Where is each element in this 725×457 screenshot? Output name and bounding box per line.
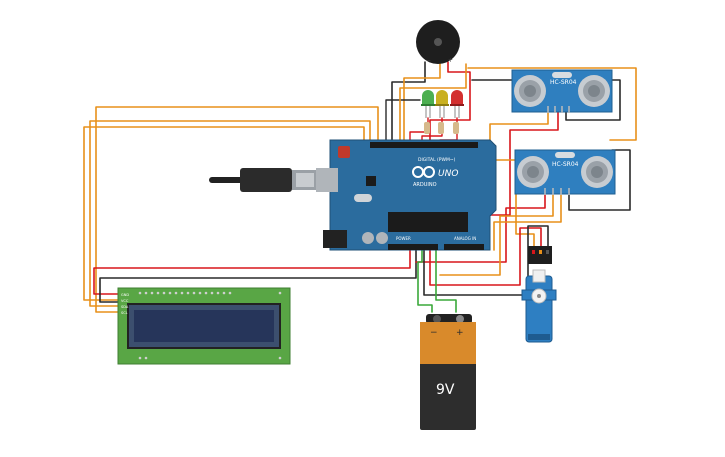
servo-horn-icon	[532, 269, 546, 283]
analog-header	[444, 244, 484, 250]
wire-lcd-scl	[95, 106, 379, 313]
servo-motor[interactable]	[521, 246, 557, 343]
wire-buzzer-minus	[391, 61, 426, 149]
wire-us1-top	[467, 67, 637, 141]
lcd-pin-sda: SDA	[121, 305, 129, 309]
wire-lcd-gnd	[99, 249, 417, 303]
led-red[interactable]	[450, 90, 464, 118]
wire-us2-gnd	[568, 149, 631, 211]
arduino-model: UNO	[438, 169, 458, 179]
battery-plus-label: +	[456, 328, 464, 338]
atmega-chip	[388, 212, 468, 232]
ultrasonic-1-model: HC-SR04	[550, 79, 577, 86]
arduino-brand: ARDUINO	[413, 182, 437, 188]
usb-cable	[209, 168, 318, 192]
lcd-pin-vcc: VCC	[121, 299, 129, 303]
wire-lcd-vcc	[83, 126, 365, 301]
ultrasonic-sensor-2[interactable]: HC-SR04	[514, 149, 616, 195]
lcd-pin-header	[138, 291, 282, 360]
power-header-label: POWER	[396, 236, 411, 241]
arduino-logo-icon	[412, 166, 435, 178]
battery-9v[interactable]: − + 9V	[420, 314, 476, 430]
wire-us2-echo	[493, 194, 562, 251]
wire-us2-vcc	[415, 194, 546, 263]
wire-us2-trig	[439, 194, 554, 276]
led-yellow[interactable]	[435, 90, 449, 118]
resistors	[424, 122, 459, 134]
digital-header	[370, 142, 478, 148]
arduino-uno-board[interactable]: ARDUINO UNO DIGITAL (PWM~) POWER ANALOG …	[316, 139, 497, 251]
piezo-buzzer[interactable]: − +	[416, 20, 460, 64]
battery-label: 9V	[436, 382, 455, 398]
reset-button[interactable]	[338, 146, 350, 158]
ultrasonic-2-model: HC-SR04	[552, 161, 579, 168]
led-green[interactable]	[421, 90, 435, 118]
wire-us1-vcc	[399, 63, 467, 149]
wire-buzzer-sig	[403, 61, 441, 149]
wire-led-gnd	[385, 99, 421, 149]
lcd-display[interactable]: GND VCC SDA SCL	[117, 287, 291, 365]
wire-battery-plus	[435, 249, 457, 313]
digital-header-label: DIGITAL (PWM~)	[418, 157, 456, 163]
wire-lcd-sda	[89, 120, 371, 307]
analog-header-label: ANALOG IN	[454, 236, 476, 241]
buzzer-minus-label: −	[426, 57, 431, 64]
wire-us1-trig	[489, 111, 549, 149]
leds	[421, 90, 464, 134]
wire-lcd-5v	[93, 249, 411, 295]
battery-minus-label: −	[430, 328, 438, 338]
wire-servo-vcc	[429, 227, 542, 286]
wire-battery-minus	[417, 249, 433, 313]
buzzer-plus-label: +	[448, 57, 453, 64]
lcd-pin-scl: SCL	[121, 311, 128, 315]
ultrasonic-sensor-1[interactable]: HC-SR04	[511, 69, 613, 113]
lcd-pin-gnd: GND	[121, 293, 129, 297]
power-header	[388, 244, 438, 250]
